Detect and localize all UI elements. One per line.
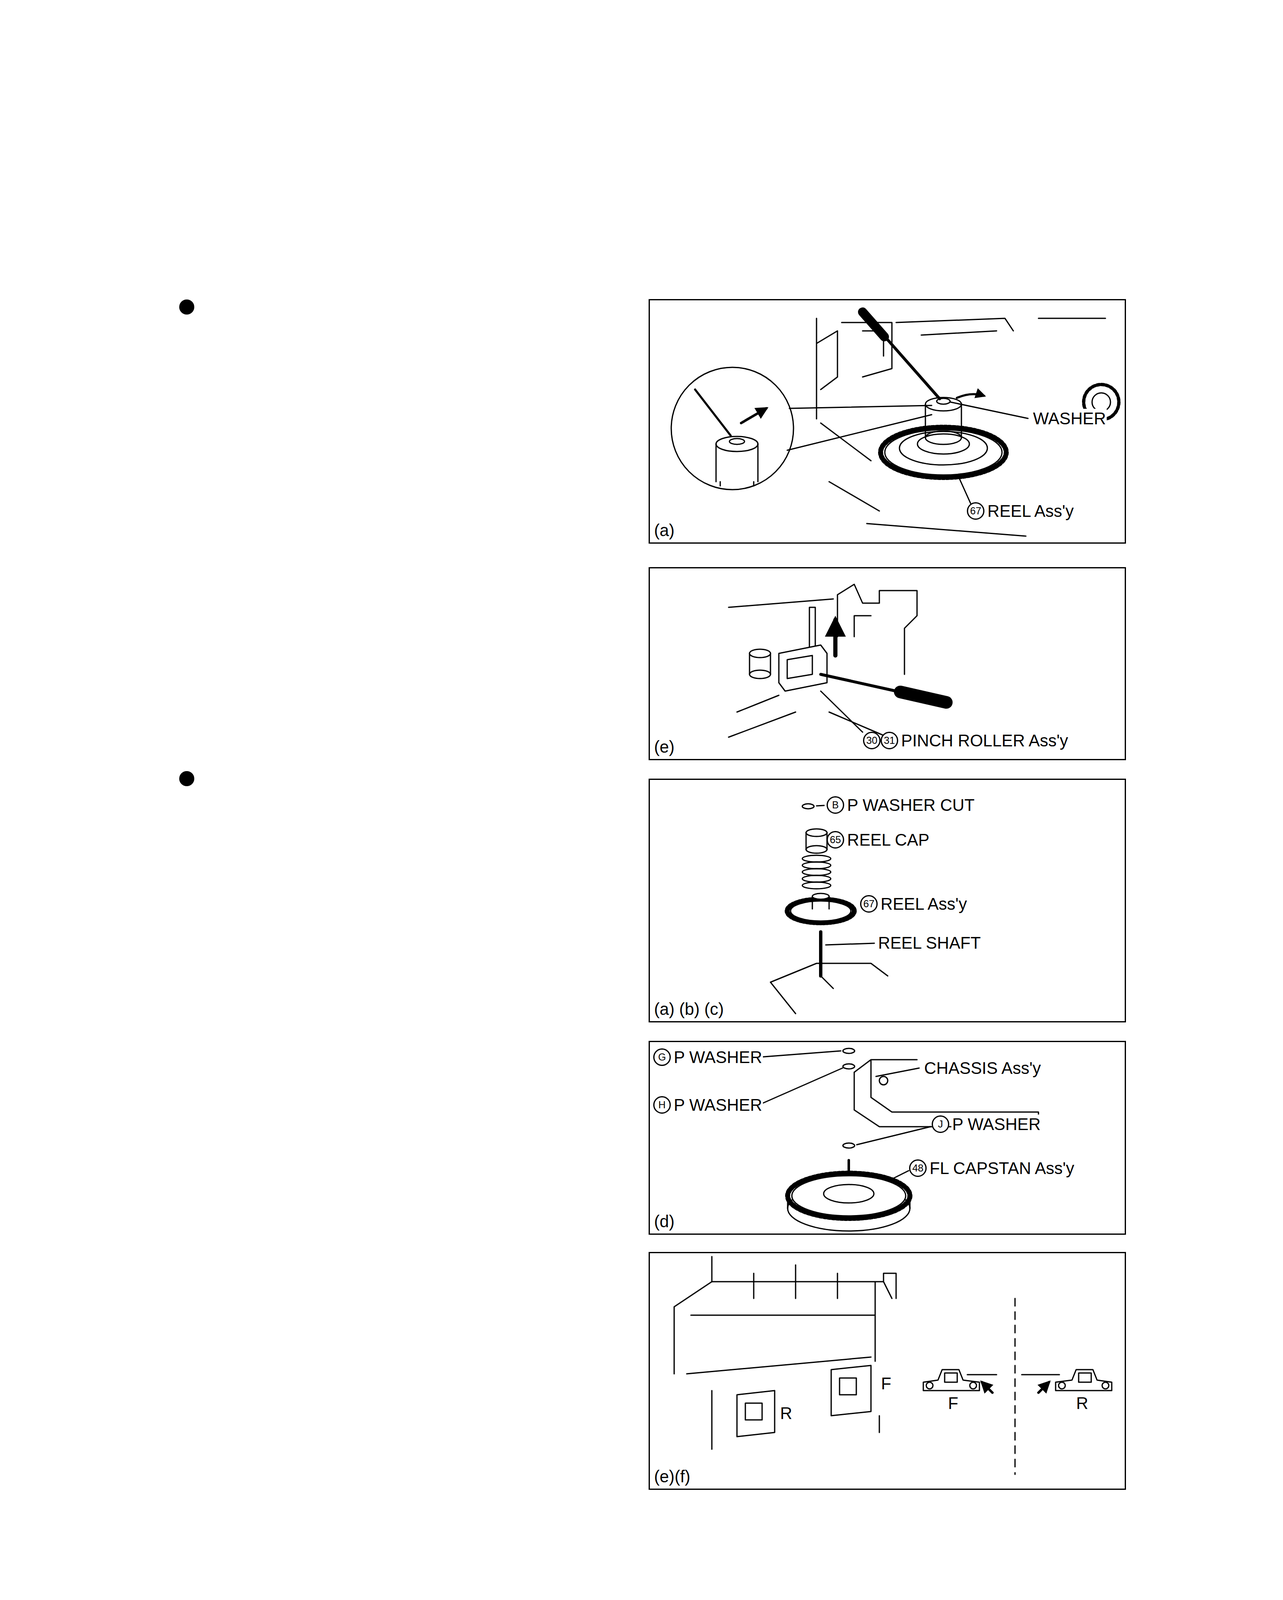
- figure-caption: (e)(f): [654, 1466, 691, 1486]
- label-anchor: REEL SHAFT: [877, 932, 982, 953]
- label-anchor: WASHER: [1032, 408, 1107, 428]
- part-name: REEL Ass'y: [986, 501, 1075, 521]
- reel-removal-figure: [671, 311, 1119, 536]
- part-name: P WASHER: [951, 1114, 1042, 1134]
- part-name: FL CAPSTAN Ass'y: [928, 1158, 1076, 1178]
- label-anchor: 65: [826, 830, 845, 849]
- label-anchor: P WASHER: [672, 1094, 763, 1115]
- part-name: P WASHER: [672, 1047, 763, 1067]
- label-anchor: CHASSIS Ass'y: [923, 1058, 1042, 1078]
- label-anchor: B: [826, 796, 845, 814]
- callout-number: 67: [860, 894, 878, 913]
- label-anchor: PINCH ROLLER Ass'y: [900, 730, 1070, 750]
- figure-panel: (e)(f): [648, 1251, 1126, 1490]
- pinch-roller-figure: [728, 584, 947, 737]
- label-anchor: REEL Ass'y: [986, 501, 1075, 521]
- bullet: [179, 299, 195, 786]
- label-anchor: R: [779, 1403, 794, 1423]
- callout-number: 31: [880, 731, 899, 750]
- part-name: P WASHER: [672, 1094, 763, 1115]
- label-anchor: FL CAPSTAN Ass'y: [928, 1158, 1076, 1178]
- part-name: F: [947, 1393, 959, 1413]
- pinch-roller-install-figure: [674, 1256, 1112, 1474]
- figure-caption: (a) (b) (c): [654, 999, 724, 1019]
- label-anchor: F: [880, 1373, 892, 1393]
- figure-caption: (d): [654, 1211, 675, 1231]
- part-name: P WASHER CUT: [846, 795, 976, 815]
- figure-panel: (d): [648, 1040, 1126, 1235]
- callout-number: 48: [909, 1159, 927, 1177]
- figure-caption: (a): [654, 520, 675, 540]
- callout-number: 30: [863, 731, 881, 750]
- part-name: R: [779, 1403, 794, 1423]
- part-name: R: [1075, 1393, 1090, 1413]
- callout-number: 67: [966, 502, 985, 520]
- part-name: CHASSIS Ass'y: [923, 1058, 1042, 1078]
- label-anchor: R: [1075, 1393, 1090, 1413]
- label-anchor: 30: [863, 731, 881, 750]
- label-anchor: P WASHER: [672, 1047, 763, 1067]
- callout-number: B: [826, 796, 845, 814]
- callout-number: G: [653, 1048, 671, 1066]
- label-anchor: 48: [909, 1159, 927, 1177]
- label-anchor: P WASHER: [951, 1114, 1042, 1134]
- callout-number: J: [931, 1115, 950, 1133]
- part-name: WASHER: [1032, 408, 1107, 428]
- label-anchor: REEL Ass'y: [879, 893, 968, 914]
- label-anchor: 67: [966, 502, 985, 520]
- label-anchor: REEL CAP: [846, 829, 931, 850]
- label-anchor: H: [653, 1095, 671, 1114]
- part-name: REEL Ass'y: [879, 893, 968, 914]
- part-name: REEL CAP: [846, 829, 931, 850]
- part-name: PINCH ROLLER Ass'y: [900, 730, 1070, 750]
- figure-caption: (e): [654, 736, 675, 757]
- callout-number: 65: [826, 830, 845, 849]
- label-anchor: 67: [860, 894, 878, 913]
- label-anchor: G: [653, 1048, 671, 1066]
- label-anchor: P WASHER CUT: [846, 795, 976, 815]
- label-anchor: J: [931, 1115, 950, 1133]
- part-name: F: [880, 1373, 892, 1393]
- label-anchor: 31: [880, 731, 899, 750]
- callout-number: H: [653, 1095, 671, 1114]
- part-name: REEL SHAFT: [877, 932, 982, 953]
- label-anchor: F: [947, 1393, 959, 1413]
